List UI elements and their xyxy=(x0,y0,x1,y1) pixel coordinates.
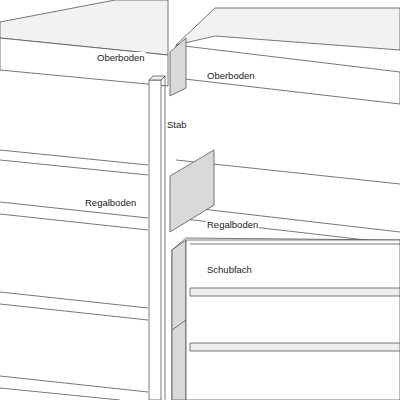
rod-edge xyxy=(161,76,165,80)
shelf-edge xyxy=(0,304,148,320)
part-label: Schubfach xyxy=(206,264,253,275)
shelf-edge xyxy=(0,292,148,308)
board-top xyxy=(176,8,400,50)
part-label: Oberboden xyxy=(206,70,256,81)
shelf-edge xyxy=(176,206,400,232)
part-label: Regalboden xyxy=(84,197,137,208)
drawer-groove xyxy=(190,288,400,296)
connector-plate xyxy=(170,38,186,96)
rod xyxy=(149,80,161,400)
part-label: Regalboden xyxy=(206,219,259,230)
shelf-edge xyxy=(0,388,120,400)
drawer-side xyxy=(172,240,186,400)
shelf-edge xyxy=(0,214,148,230)
drawer-edge xyxy=(172,320,186,330)
part-label: Stab xyxy=(166,119,188,130)
rod-cap xyxy=(149,76,165,80)
drawer-edge xyxy=(190,244,400,245)
drawer-front xyxy=(186,240,400,400)
part-label: Oberboden xyxy=(96,52,146,63)
board-front xyxy=(176,45,400,104)
shelf-edge xyxy=(0,150,148,165)
shelf-edge xyxy=(0,376,148,392)
drawer-groove xyxy=(190,343,400,351)
board-front xyxy=(0,38,168,86)
shelf-edge xyxy=(0,160,148,175)
drawer-body xyxy=(172,238,400,400)
